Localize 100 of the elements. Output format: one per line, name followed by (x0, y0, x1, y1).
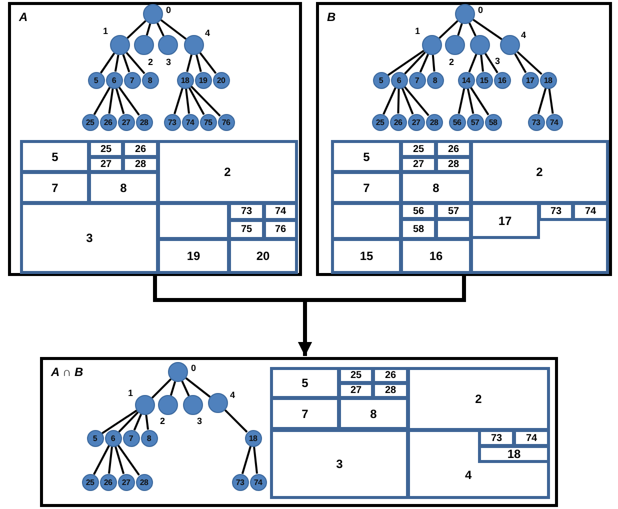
tree-edge (432, 54, 436, 72)
treemap-cell: 5 (270, 367, 340, 399)
cell-label: 4 (465, 468, 472, 482)
node-label: 1 (128, 388, 134, 398)
panel-title: B (327, 10, 336, 24)
tree-edge (170, 381, 176, 396)
tree-node: 5 (88, 72, 104, 88)
treemap-cell: 3 (20, 202, 159, 274)
tree-edge (156, 22, 164, 36)
panel-frame (316, 2, 612, 276)
treemap-cell: 20 (228, 238, 298, 274)
node-label: 4 (230, 390, 236, 400)
tree-edge (186, 54, 192, 72)
tree-node: 16 (494, 72, 510, 88)
treemap-frame (270, 367, 550, 499)
node-label: 2 (160, 416, 166, 426)
tree-edge (117, 444, 140, 476)
tree-edge (253, 446, 258, 474)
node-label: 3 (495, 56, 500, 66)
treemap-frame (20, 140, 298, 274)
treemap-cell: 5 (20, 140, 90, 173)
tree-node: 8 (142, 72, 158, 88)
tree-node: 56 (448, 114, 466, 130)
node-label: 3 (197, 416, 202, 426)
tree-node (135, 395, 155, 415)
treemap-cell (331, 202, 402, 240)
tree-edge (145, 414, 149, 430)
tree-edge (387, 50, 424, 76)
tree-edge (118, 86, 140, 116)
tree-node: 27 (118, 474, 134, 490)
tree-node (143, 4, 163, 24)
tree-node: 74 (182, 114, 198, 130)
tree-node (445, 35, 465, 55)
tree-edge (537, 88, 547, 114)
treemap-cell: 16 (400, 238, 472, 274)
tree-edge (397, 88, 400, 114)
tree-edge (126, 52, 146, 74)
tree-node: 18 (540, 72, 556, 88)
tree-node (455, 4, 475, 24)
tree-edge (382, 87, 396, 115)
tree-node: 19 (194, 72, 212, 88)
tree-node: 27 (118, 114, 134, 130)
tree-edge (466, 88, 474, 114)
treemap-cell (157, 202, 230, 240)
tree-edge (114, 446, 125, 474)
tree-edge (160, 19, 187, 40)
tree-edge (100, 52, 116, 74)
tree-node: 75 (200, 114, 216, 130)
tree-edge (199, 52, 217, 74)
treemap-cell: 5 (331, 140, 402, 173)
tree-node (500, 35, 520, 55)
treemap-cell: 19 (157, 238, 230, 274)
tree-edge (404, 52, 426, 74)
tree-node (184, 35, 204, 55)
tree-edge (190, 85, 221, 117)
tree-node: 6 (104, 430, 122, 446)
tree-edge (468, 22, 476, 36)
tree-node: 7 (122, 430, 140, 446)
tree-edge (401, 88, 414, 114)
tree-edge (480, 54, 484, 72)
treemap-cell: 73 (538, 202, 574, 221)
arrow (298, 276, 466, 356)
node-label: 0 (191, 363, 196, 373)
tree-edge (93, 86, 111, 116)
treemap-cell: 76 (263, 219, 298, 240)
node-label: 4 (205, 28, 210, 38)
node-label: 0 (478, 5, 484, 15)
treemap-cell (407, 429, 550, 499)
treemap-cell: 18 (478, 445, 550, 463)
treemap-cell: 3 (270, 429, 409, 499)
tree-node: 6 (390, 72, 408, 88)
node-label: 2 (148, 57, 154, 67)
tree-edge (108, 88, 114, 114)
tree-edge (93, 445, 110, 475)
tree-node: 25 (82, 114, 98, 130)
tree-node: 17 (522, 72, 538, 88)
tree-edge (118, 412, 139, 433)
tree-edge (126, 20, 146, 39)
tree-node: 57 (466, 114, 484, 130)
tree-edge (438, 20, 458, 39)
tree-edge (188, 87, 205, 115)
treemap-cell: 7 (20, 171, 90, 204)
tree-node: 26 (100, 114, 116, 130)
treemap-cell: 2 (407, 367, 550, 431)
tree-edge (472, 18, 502, 40)
treemap-cell: 15 (331, 238, 402, 274)
tree-node: 58 (484, 114, 502, 130)
tree-node: 8 (426, 72, 444, 88)
tree-node: 28 (136, 474, 152, 490)
treemap-cell: 8 (88, 171, 159, 204)
treemap-cell: 74 (572, 202, 609, 221)
tree-node (158, 35, 178, 55)
panel-frame (8, 2, 302, 276)
tree-node: 18 (176, 72, 194, 88)
tree-edge (470, 86, 490, 116)
tree-node: 28 (136, 114, 152, 130)
tree-edge (115, 88, 125, 114)
treemap-frame (331, 140, 609, 274)
treemap-cell: 8 (400, 171, 472, 204)
tree-node: 73 (164, 114, 180, 130)
